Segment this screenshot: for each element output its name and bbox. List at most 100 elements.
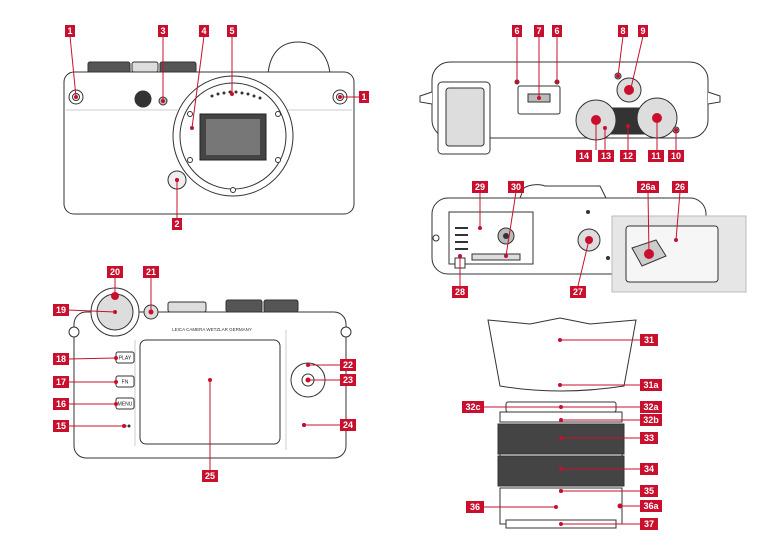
callout-2: 2 (172, 218, 182, 230)
callout-28: 28 (452, 286, 468, 298)
callout-36a: 36a (640, 500, 662, 512)
mount-contacts (210, 90, 262, 100)
rear-brand-line: LEICA CAMERA WETZLAR GERMANY (172, 327, 252, 332)
svg-text:23: 23 (343, 375, 353, 385)
svg-text:1: 1 (67, 26, 72, 36)
svg-text:5: 5 (229, 26, 234, 36)
svg-text:17: 17 (56, 377, 66, 387)
callout-13: 13 (598, 150, 614, 162)
lens-barrel (499, 487, 623, 525)
callout-20: 20 (107, 266, 123, 278)
rear-lug-right (340, 326, 352, 338)
callout-4: 4 (199, 25, 209, 37)
mount-screws (187, 111, 281, 193)
callout-16: 16 (53, 398, 69, 410)
svg-text:2: 2 (174, 219, 179, 229)
callout-22: 22 (340, 359, 356, 371)
rear-top-dial-b (225, 299, 263, 313)
shutter-button-center (624, 85, 634, 95)
svg-text:31: 31 (644, 335, 654, 345)
callout-34: 34 (640, 463, 658, 475)
svg-text:6: 6 (514, 26, 519, 36)
callout-30: 30 (508, 181, 524, 193)
svg-text:13: 13 (601, 151, 611, 161)
svg-text:33: 33 (644, 433, 654, 443)
top-evf-eyecup (445, 87, 485, 147)
fn-label: FN (122, 380, 129, 386)
callout-31a: 31a (640, 379, 662, 391)
svg-text:6: 6 (554, 26, 559, 36)
svg-text:29: 29 (475, 182, 485, 192)
svg-text:7: 7 (536, 26, 541, 36)
svg-text:26: 26 (675, 182, 685, 192)
svg-text:32b: 32b (643, 415, 659, 425)
svg-text:1: 1 (361, 92, 366, 102)
svg-text:15: 15 (56, 421, 66, 431)
svg-text:37: 37 (644, 519, 654, 529)
lens-view (487, 317, 637, 529)
svg-text:36a: 36a (643, 501, 659, 511)
callout-32a: 32a (640, 401, 662, 413)
callout-26: 26 (672, 181, 688, 193)
callout-badges: 1 3 4 5 1 2 6 7 6 8 9 14 13 12 11 10 29 … (53, 25, 688, 530)
rear-top-dial-c (263, 299, 299, 313)
svg-text:3: 3 (160, 26, 165, 36)
memory-card-slot (471, 253, 521, 261)
bottom-hump (519, 184, 607, 199)
lens-hood (487, 317, 637, 392)
callout-35: 35 (640, 485, 658, 497)
callout-19: 19 (53, 304, 69, 316)
svg-text:19: 19 (56, 305, 66, 315)
svg-text:35: 35 (644, 486, 654, 496)
callout-18: 18 (53, 353, 69, 365)
callout-6-left: 6 (512, 25, 522, 37)
svg-text:14: 14 (579, 151, 589, 161)
callout-17: 17 (53, 376, 69, 388)
callout-10: 10 (668, 150, 684, 162)
rear-text: LEICA CAMERA WETZLAR GERMANY PLAY FN MEN… (118, 327, 252, 408)
callout-14: 14 (576, 150, 592, 162)
rear-top-dial-a (167, 301, 207, 313)
callout-3: 3 (158, 25, 168, 37)
latch-center (503, 233, 509, 239)
svg-text:10: 10 (671, 151, 681, 161)
bottom-screw-b (606, 256, 610, 260)
svg-text:22: 22 (343, 360, 353, 370)
svg-text:31a: 31a (643, 380, 659, 390)
callout-11: 11 (648, 150, 664, 162)
callout-1-front-left: 1 (65, 25, 75, 37)
svg-text:36: 36 (470, 502, 480, 512)
callout-21: 21 (143, 266, 159, 278)
bottom-lug-left (432, 234, 440, 242)
svg-text:4: 4 (201, 26, 206, 36)
svg-text:27: 27 (573, 287, 583, 297)
svg-text:18: 18 (56, 354, 66, 364)
callout-8: 8 (618, 25, 628, 37)
svg-text:28: 28 (455, 287, 465, 297)
front-evf-hump (267, 41, 331, 75)
callout-32c: 32c (462, 401, 484, 413)
svg-text:34: 34 (644, 464, 654, 474)
bottom-screw-a (586, 210, 590, 214)
callout-23: 23 (340, 374, 356, 386)
callout-37: 37 (640, 518, 658, 530)
image-sensor-surface (206, 119, 260, 155)
svg-text:21: 21 (146, 267, 156, 277)
svg-text:25: 25 (205, 471, 215, 481)
callout-5: 5 (227, 25, 237, 37)
svg-text:8: 8 (620, 26, 625, 36)
callout-26a: 26a (637, 181, 659, 193)
svg-text:16: 16 (56, 399, 66, 409)
svg-text:9: 9 (640, 26, 645, 36)
leica-logo (134, 90, 152, 108)
svg-text:12: 12 (623, 151, 633, 161)
front-view (63, 41, 355, 215)
callout-12: 12 (620, 150, 636, 162)
svg-text:20: 20 (110, 267, 120, 277)
callout-27: 27 (570, 286, 586, 298)
callout-32b: 32b (640, 414, 662, 426)
top-lug-left (419, 91, 433, 105)
play-label: PLAY (119, 356, 132, 362)
callout-7: 7 (534, 25, 544, 37)
